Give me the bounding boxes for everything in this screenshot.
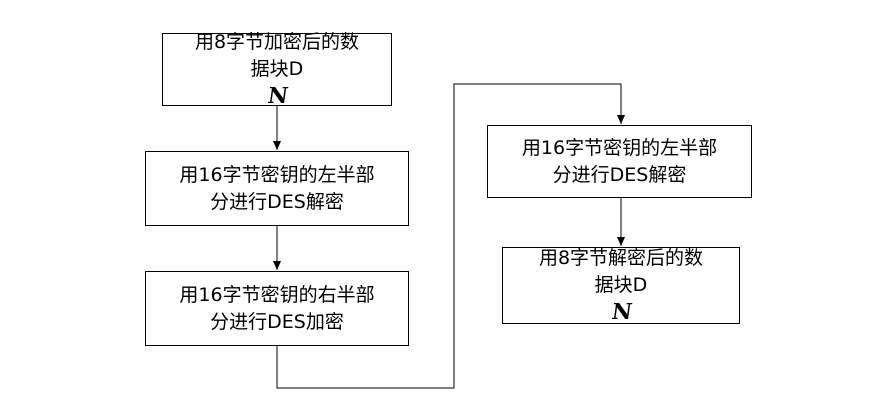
step-des-decrypt-left-half-final-line1: 用16字节密钥的左半部 [521, 136, 718, 159]
step-des-decrypt-left-half-final-line2: 分进行DES解密 [552, 163, 687, 186]
connector-step3-to-step4 [276, 83, 625, 389]
n-subscript: N [265, 83, 289, 109]
n-subscript: N [609, 299, 633, 325]
step-des-encrypt-right-half: 用16字节密钥的右半部 分进行DES加密 [145, 271, 409, 346]
step-decrypted-data-block-line1: 用8字节解密后的数 [538, 247, 704, 269]
step-encrypted-data-block-line1: 用8字节加密后的数 [194, 31, 360, 53]
step-des-decrypt-left-half-final: 用16字节密钥的左半部 分进行DES解密 [487, 125, 752, 198]
step-des-decrypt-left-half-line1: 用16字节密钥的左半部 [179, 163, 375, 186]
step-des-decrypt-left-half-line2: 分进行DES解密 [210, 190, 344, 213]
step-des-decrypt-left-half: 用16字节密钥的左半部 分进行DES解密 [145, 151, 409, 226]
step-des-encrypt-right-half-line1: 用16字节密钥的右半部 [179, 283, 375, 306]
step-des-encrypt-right-half-line2: 分进行DES加密 [210, 310, 344, 333]
